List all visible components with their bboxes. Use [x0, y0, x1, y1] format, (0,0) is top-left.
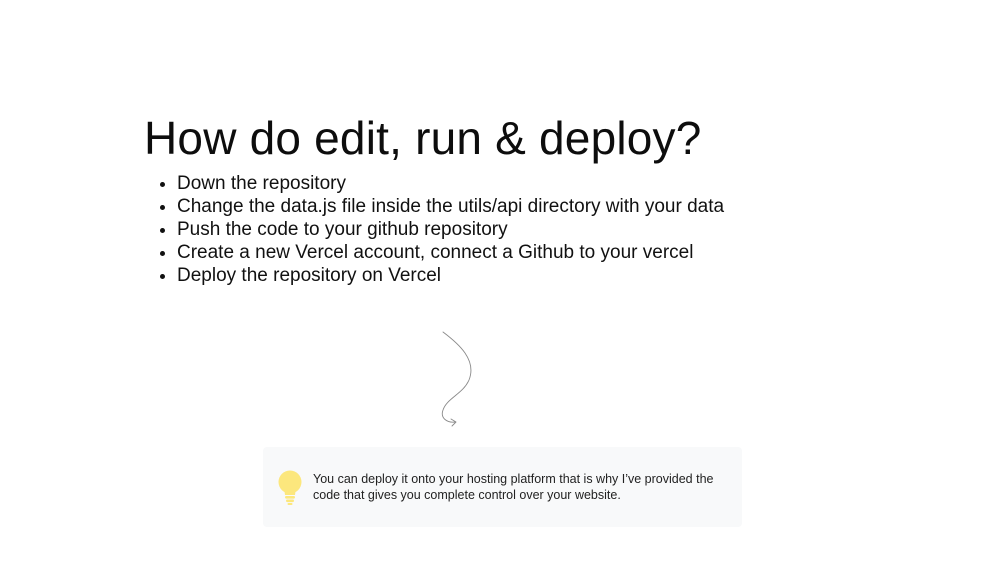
- lightbulb-icon: [278, 470, 302, 505]
- list-item: Push the code to your github repository: [177, 218, 844, 241]
- tip-callout: You can deploy it onto your hosting plat…: [263, 447, 742, 527]
- list-item: Down the repository: [177, 172, 844, 195]
- main-content: How do edit, run & deploy? Down the repo…: [144, 110, 844, 287]
- deploy-steps-list: Down the repository Change the data.js f…: [144, 172, 844, 287]
- list-item: Create a new Vercel account, connect a G…: [177, 241, 844, 264]
- page-title: How do edit, run & deploy?: [144, 112, 702, 164]
- callout-text: You can deploy it onto your hosting plat…: [313, 472, 714, 502]
- hand-drawn-arrow: [441, 331, 472, 427]
- list-item: Change the data.js file inside the utils…: [177, 195, 844, 218]
- list-item: Deploy the repository on Vercel: [177, 264, 844, 287]
